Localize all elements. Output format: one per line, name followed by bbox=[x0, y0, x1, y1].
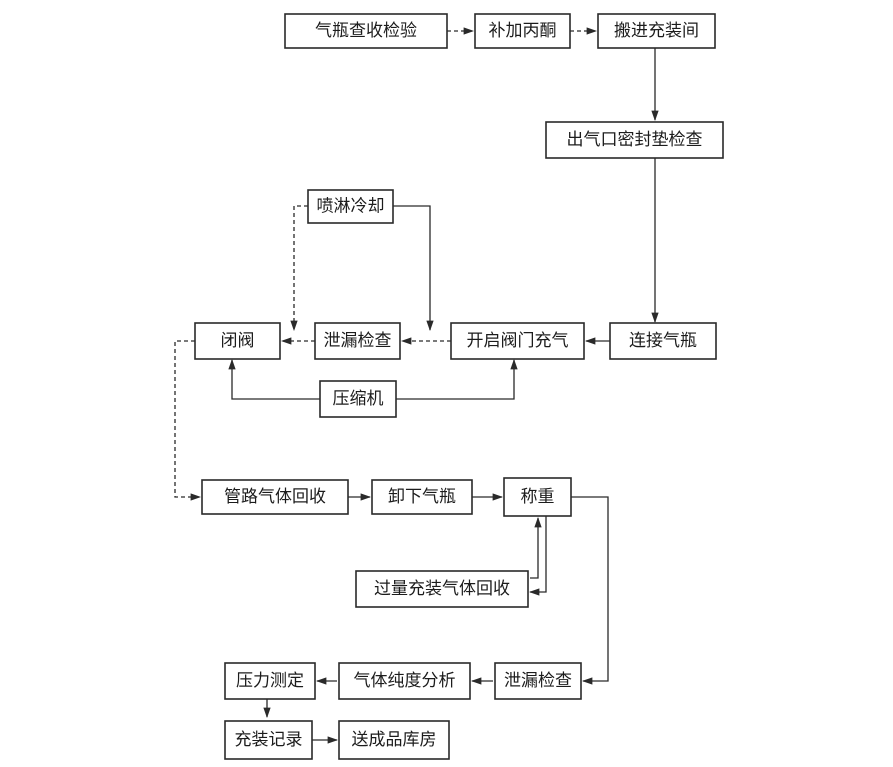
node-pressure: 压力测定 bbox=[224, 662, 316, 700]
node-storage-label: 送成品库房 bbox=[352, 730, 437, 750]
node-leak2: 泄漏检查 bbox=[494, 662, 582, 700]
node-purity-label: 气体纯度分析 bbox=[354, 671, 456, 691]
node-spray: 喷淋冷却 bbox=[307, 189, 394, 224]
node-weigh-label: 称重 bbox=[521, 487, 555, 507]
node-inspect: 气瓶查收检验 bbox=[284, 13, 448, 49]
node-record: 充装记录 bbox=[224, 720, 313, 760]
node-open-fill-label: 开启阀门充气 bbox=[467, 331, 569, 351]
edge-close-valve-recover bbox=[174, 340, 202, 501]
nodes: 气瓶查收检验 补加丙酮 搬进充装间 出气口密封垫检查 喷淋冷却 闭阀 泄漏检查 bbox=[194, 13, 724, 760]
edges bbox=[174, 27, 659, 744]
edge-spray-close-valve bbox=[290, 205, 308, 332]
node-leak1: 泄漏检查 bbox=[314, 322, 401, 360]
node-close-valve: 闭阀 bbox=[194, 322, 281, 360]
node-connect-label: 连接气瓶 bbox=[629, 331, 697, 351]
node-open-fill: 开启阀门充气 bbox=[450, 322, 585, 360]
edge-compressor-close-valve bbox=[228, 358, 320, 400]
node-weigh: 称重 bbox=[503, 477, 572, 517]
node-gasket-label: 出气口密封垫检查 bbox=[567, 130, 703, 150]
node-close-valve-label: 闭阀 bbox=[221, 331, 255, 351]
node-compressor-label: 压缩机 bbox=[333, 389, 384, 409]
node-spray-label: 喷淋冷却 bbox=[317, 197, 385, 217]
node-pressure-label: 压力测定 bbox=[236, 671, 304, 691]
node-recover-pipe: 管路气体回收 bbox=[201, 479, 349, 515]
node-acetone: 补加丙酮 bbox=[474, 13, 571, 49]
node-unload: 卸下气瓶 bbox=[371, 479, 473, 515]
edge-weigh-leak2 bbox=[571, 496, 609, 685]
node-record-label: 充装记录 bbox=[235, 730, 303, 750]
node-move-in: 搬进充装间 bbox=[597, 13, 716, 49]
edge-spray-leak1 bbox=[393, 205, 434, 332]
node-connect: 连接气瓶 bbox=[609, 322, 717, 360]
node-purity: 气体纯度分析 bbox=[338, 662, 471, 700]
node-leak2-label: 泄漏检查 bbox=[504, 671, 572, 691]
node-leak1-label: 泄漏检查 bbox=[324, 331, 392, 351]
node-recover-pipe-label: 管路气体回收 bbox=[224, 487, 326, 507]
node-acetone-label: 补加丙酮 bbox=[489, 21, 557, 41]
edge-weigh-overfill bbox=[528, 516, 547, 596]
edge-overfill-weigh bbox=[530, 516, 542, 579]
node-overfill: 过量充装气体回收 bbox=[355, 570, 529, 608]
edge-compressor-open-fill bbox=[396, 358, 518, 400]
node-compressor: 压缩机 bbox=[319, 380, 397, 418]
node-overfill-label: 过量充装气体回收 bbox=[374, 579, 510, 599]
node-inspect-label: 气瓶查收检验 bbox=[315, 21, 417, 41]
node-gasket: 出气口密封垫检查 bbox=[545, 121, 724, 159]
node-storage: 送成品库房 bbox=[338, 720, 450, 760]
node-move-in-label: 搬进充装间 bbox=[614, 21, 699, 41]
node-unload-label: 卸下气瓶 bbox=[388, 487, 456, 507]
